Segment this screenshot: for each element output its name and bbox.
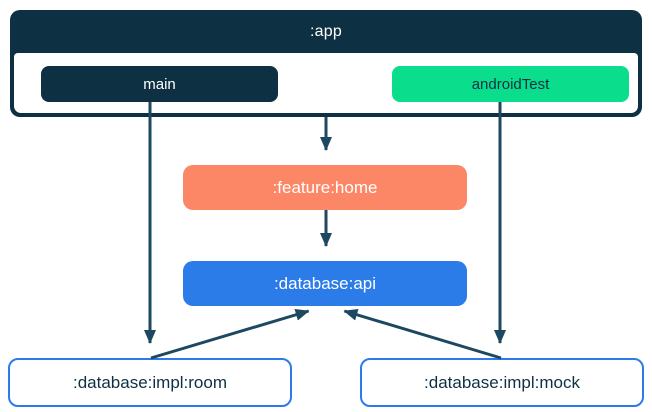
edge-database_impl_mock-to-database_api (343, 308, 502, 360)
database-impl-mock-node: :database:impl:mock (360, 358, 644, 407)
app-node-body: main androidTest (14, 53, 638, 113)
androidtest-source-set-pill: androidTest (392, 66, 629, 102)
app-node: :app main androidTest (10, 10, 642, 117)
edge-database_impl_room-to-database_api (150, 308, 310, 360)
main-source-set-label: main (143, 75, 176, 93)
main-source-set-pill: main (41, 66, 278, 102)
app-node-label: :app (310, 22, 342, 40)
database-api-node: :database:api (183, 261, 467, 306)
database-api-label: :database:api (273, 273, 377, 293)
database-impl-room-label: :database:impl:room (72, 372, 228, 392)
database-impl-mock-label: :database:impl:mock (424, 372, 580, 392)
feature-home-node: :feature:home (183, 165, 467, 210)
database-impl-room-node: :database:impl:room (8, 358, 292, 407)
androidtest-source-set-label: androidTest (471, 75, 550, 93)
feature-home-label: :feature:home (272, 177, 378, 197)
